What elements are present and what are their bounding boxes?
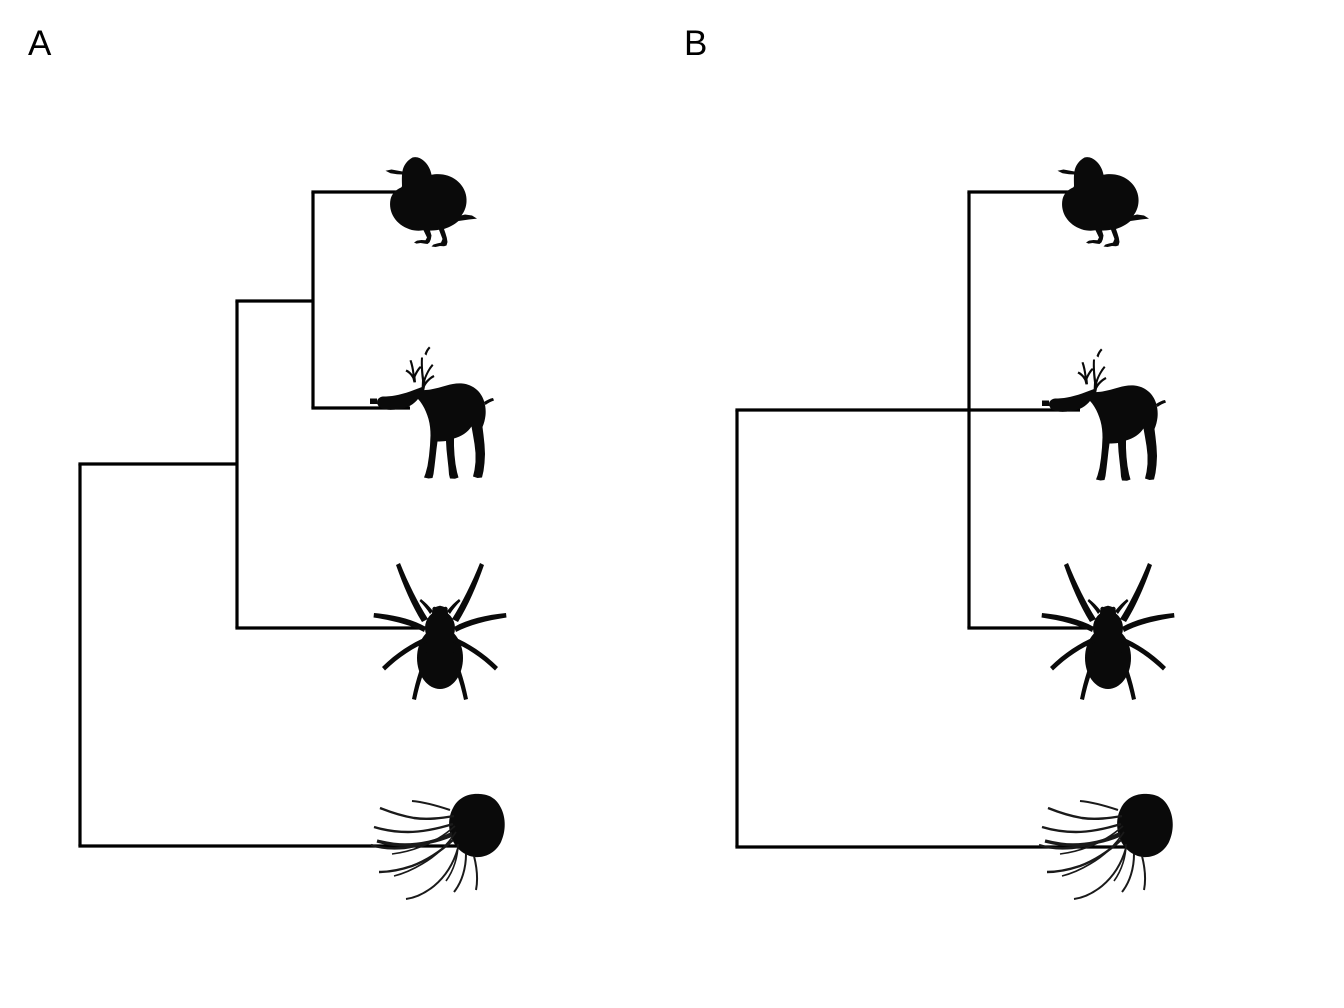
panel-a-tree xyxy=(78,190,470,848)
deer-icon xyxy=(370,346,494,479)
jellyfish-silhouette xyxy=(1026,788,1178,900)
spider-silhouette xyxy=(1040,551,1176,707)
bird-icon xyxy=(1057,157,1149,247)
deer-silhouette xyxy=(370,342,495,482)
spider-icon xyxy=(1041,563,1175,700)
panel-label-b: B xyxy=(684,24,708,63)
jellyfish-icon xyxy=(1038,793,1173,900)
spider-silhouette xyxy=(372,551,508,707)
bird-silhouette xyxy=(381,136,481,248)
deer-silhouette xyxy=(1042,344,1167,484)
jellyfish-silhouette xyxy=(358,788,510,900)
panel-label-a: A xyxy=(28,24,52,63)
jellyfish-icon xyxy=(370,793,505,900)
panel-b-tree xyxy=(735,190,1142,849)
spider-icon xyxy=(373,563,507,700)
bird-silhouette xyxy=(1053,136,1153,248)
deer-icon xyxy=(1042,348,1166,481)
bird-icon xyxy=(385,157,477,247)
